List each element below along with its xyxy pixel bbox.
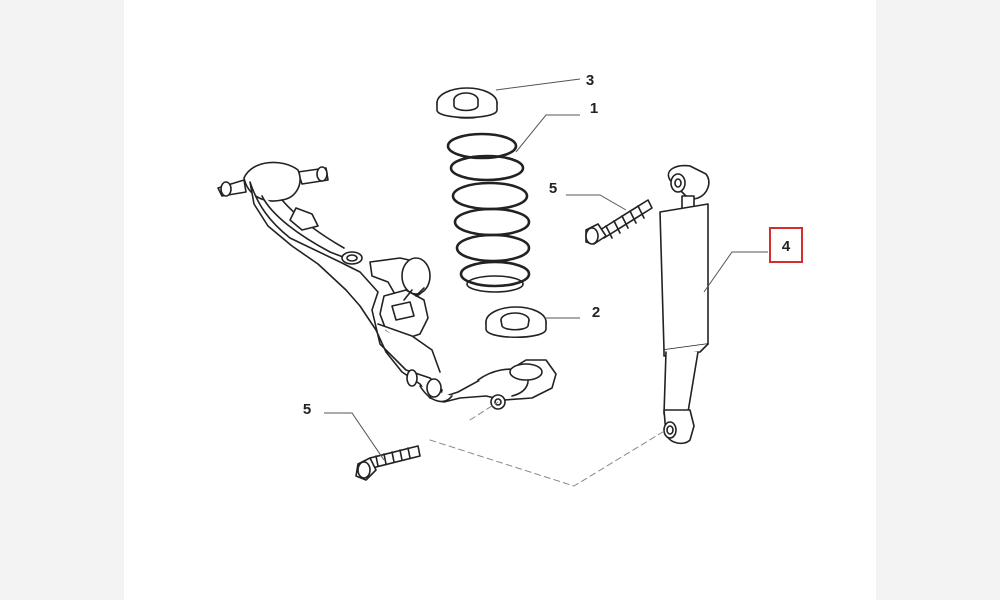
leader-lines: [324, 78, 768, 461]
callout-4: 4: [782, 238, 791, 255]
rear-axle-trailing-arm: [217, 161, 557, 410]
shock-absorber: [659, 164, 710, 445]
callout-labels: 3 1 5 4 2 5: [303, 72, 803, 418]
shock-lower-bolt: [355, 445, 421, 481]
callout-5-upper: 5: [549, 180, 557, 197]
coil-spring: [446, 132, 531, 293]
shock-upper-bolt: [585, 199, 653, 245]
callout-3: 3: [586, 72, 594, 89]
callout-2: 2: [592, 304, 600, 321]
callout-1: 1: [590, 100, 598, 117]
spring-seat-lower: [485, 306, 547, 339]
installation-dashed-lines: [429, 401, 667, 487]
diagram-panel: [124, 0, 876, 600]
highlight-box-4: [769, 227, 803, 263]
callout-5-lower: 5: [303, 401, 311, 418]
spring-seat-upper: [436, 87, 498, 119]
